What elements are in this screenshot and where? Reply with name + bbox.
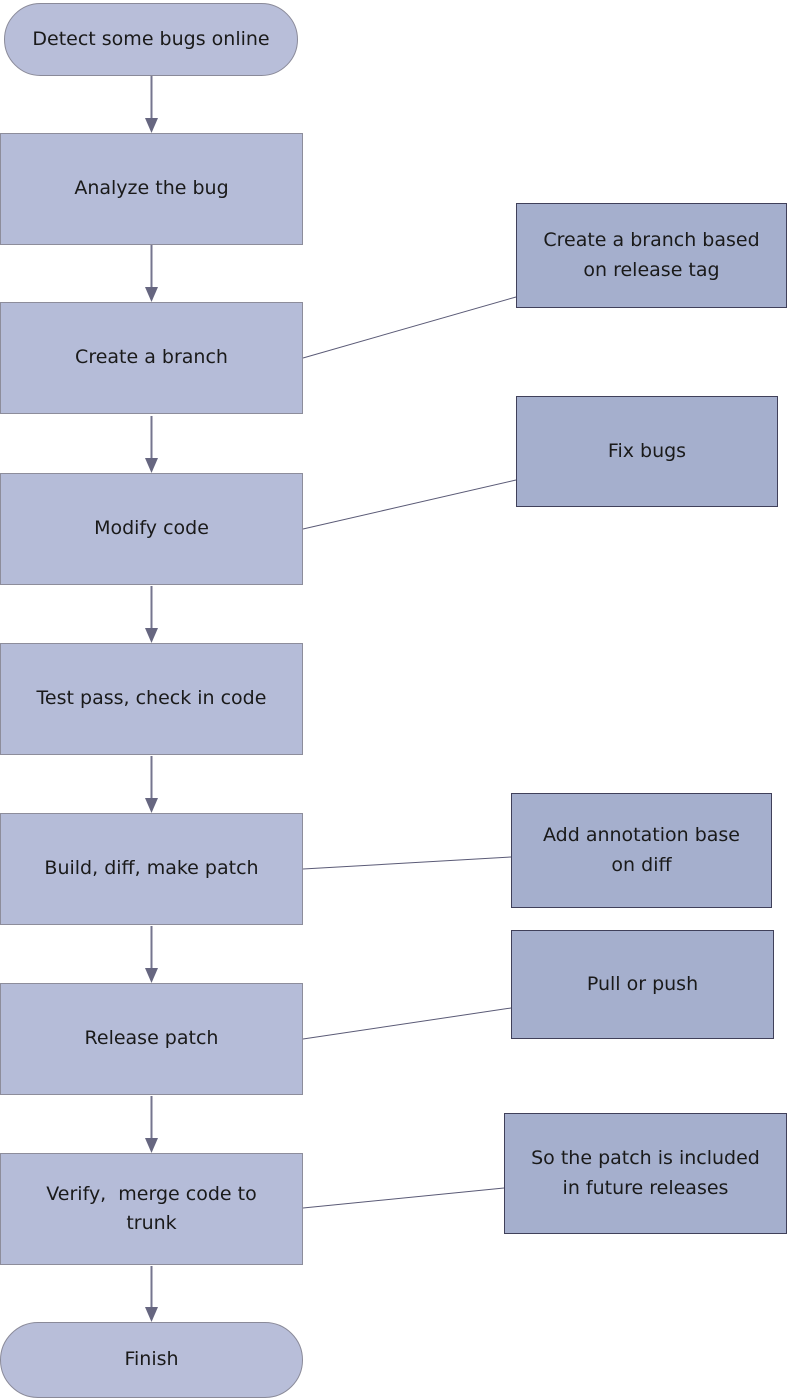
flow-node-modify-code: Modify code (0, 473, 303, 585)
note-fix-bugs: Fix bugs (516, 396, 778, 507)
flow-arrow-analyze-branch (145, 243, 158, 302)
flow-node-test-pass-check-in-code: Test pass, check in code (0, 643, 303, 755)
flow-node-analyze-the-bug: Analyze the bug (0, 133, 303, 245)
flow-arrow-test-build (145, 756, 158, 813)
note-connector-fix-bugs (302, 479, 517, 530)
flow-node-detect-bugs-online: Detect some bugs online (4, 3, 298, 76)
note-connector-patch-included (302, 1187, 505, 1209)
flow-arrow-verify-finish (145, 1266, 158, 1322)
flow-arrow-modify-test (145, 586, 158, 643)
note-connector-pull-or-push (302, 1007, 512, 1040)
note-patch-included-in-future-releases: So the patch is included in future relea… (504, 1113, 787, 1234)
note-connector-create-branch (302, 296, 517, 359)
flow-node-build-diff-make-patch: Build, diff, make patch (0, 813, 303, 925)
note-add-annotation-base-on-diff: Add annotation base on diff (511, 793, 772, 908)
flow-arrow-build-release (145, 926, 158, 983)
note-connector-add-annotation (302, 856, 512, 870)
flow-arrow-release-verify (145, 1096, 158, 1153)
note-pull-or-push: Pull or push (511, 930, 774, 1039)
flow-arrow-branch-modify (145, 416, 158, 473)
flow-node-release-patch: Release patch (0, 983, 303, 1095)
flow-node-create-a-branch: Create a branch (0, 302, 303, 414)
flow-node-verify-merge-code-to-trunk: Verify, merge code to trunk (0, 1153, 303, 1265)
flow-node-finish: Finish (0, 1322, 303, 1398)
note-create-branch-based-on-release-tag: Create a branch based on release tag (516, 203, 787, 308)
flow-arrow-start-analyze (145, 76, 158, 133)
